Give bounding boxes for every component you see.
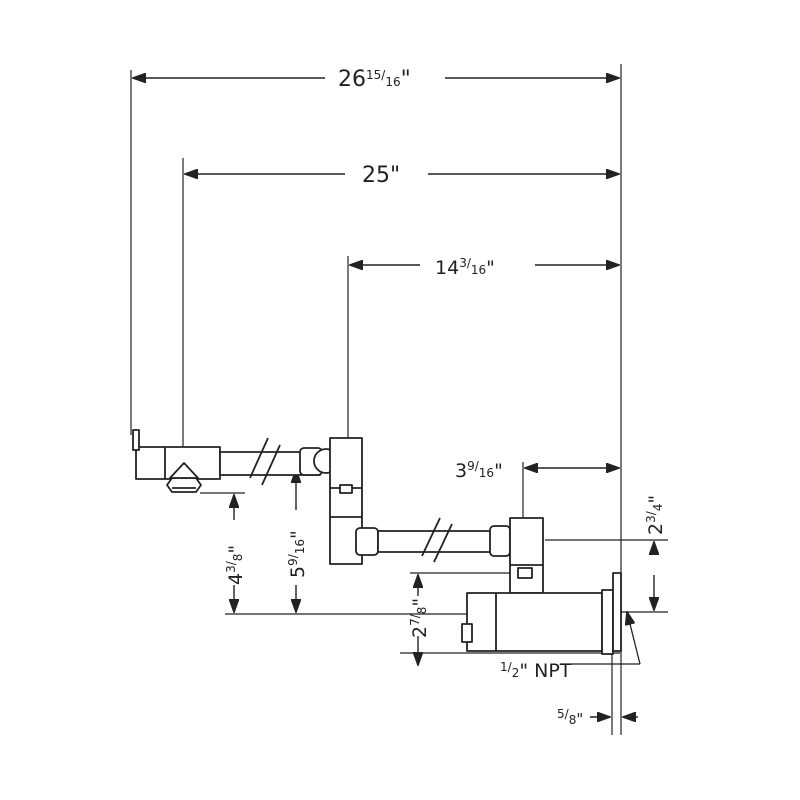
wall-plate <box>612 572 622 652</box>
inlet-height-label: 23/4" <box>644 495 667 535</box>
valve-offset-label: 39/16" <box>455 459 503 482</box>
valve-lever <box>461 623 473 643</box>
wall-flange <box>601 589 614 655</box>
dimension-labels: 2615/16" 25" 143/16" 39/16" 43/8" 59/16"… <box>224 67 667 728</box>
body-height-label: 27/8" <box>408 598 431 638</box>
elbow-drop-label: 59/16" <box>286 530 309 578</box>
aerator <box>166 477 202 493</box>
valve-stack <box>509 517 544 599</box>
npt-leader <box>560 612 641 665</box>
arm-reach-label: 143/16" <box>435 256 495 279</box>
vertical-dimension-lines <box>234 470 654 665</box>
horizontal-dimension-lines <box>133 78 638 717</box>
spout-reach-label: 25" <box>362 163 400 188</box>
inlet-thread-label: 1/2" NPT <box>500 660 572 682</box>
spout-handle <box>132 429 140 451</box>
pot-filler-assembly <box>132 429 622 655</box>
spout-drop-label: 43/8" <box>224 545 247 585</box>
flange-depth-label: 5/8" <box>557 707 583 728</box>
lower-arm <box>377 530 499 553</box>
valve-body <box>466 592 603 652</box>
overall-reach-label: 2615/16" <box>338 67 411 92</box>
